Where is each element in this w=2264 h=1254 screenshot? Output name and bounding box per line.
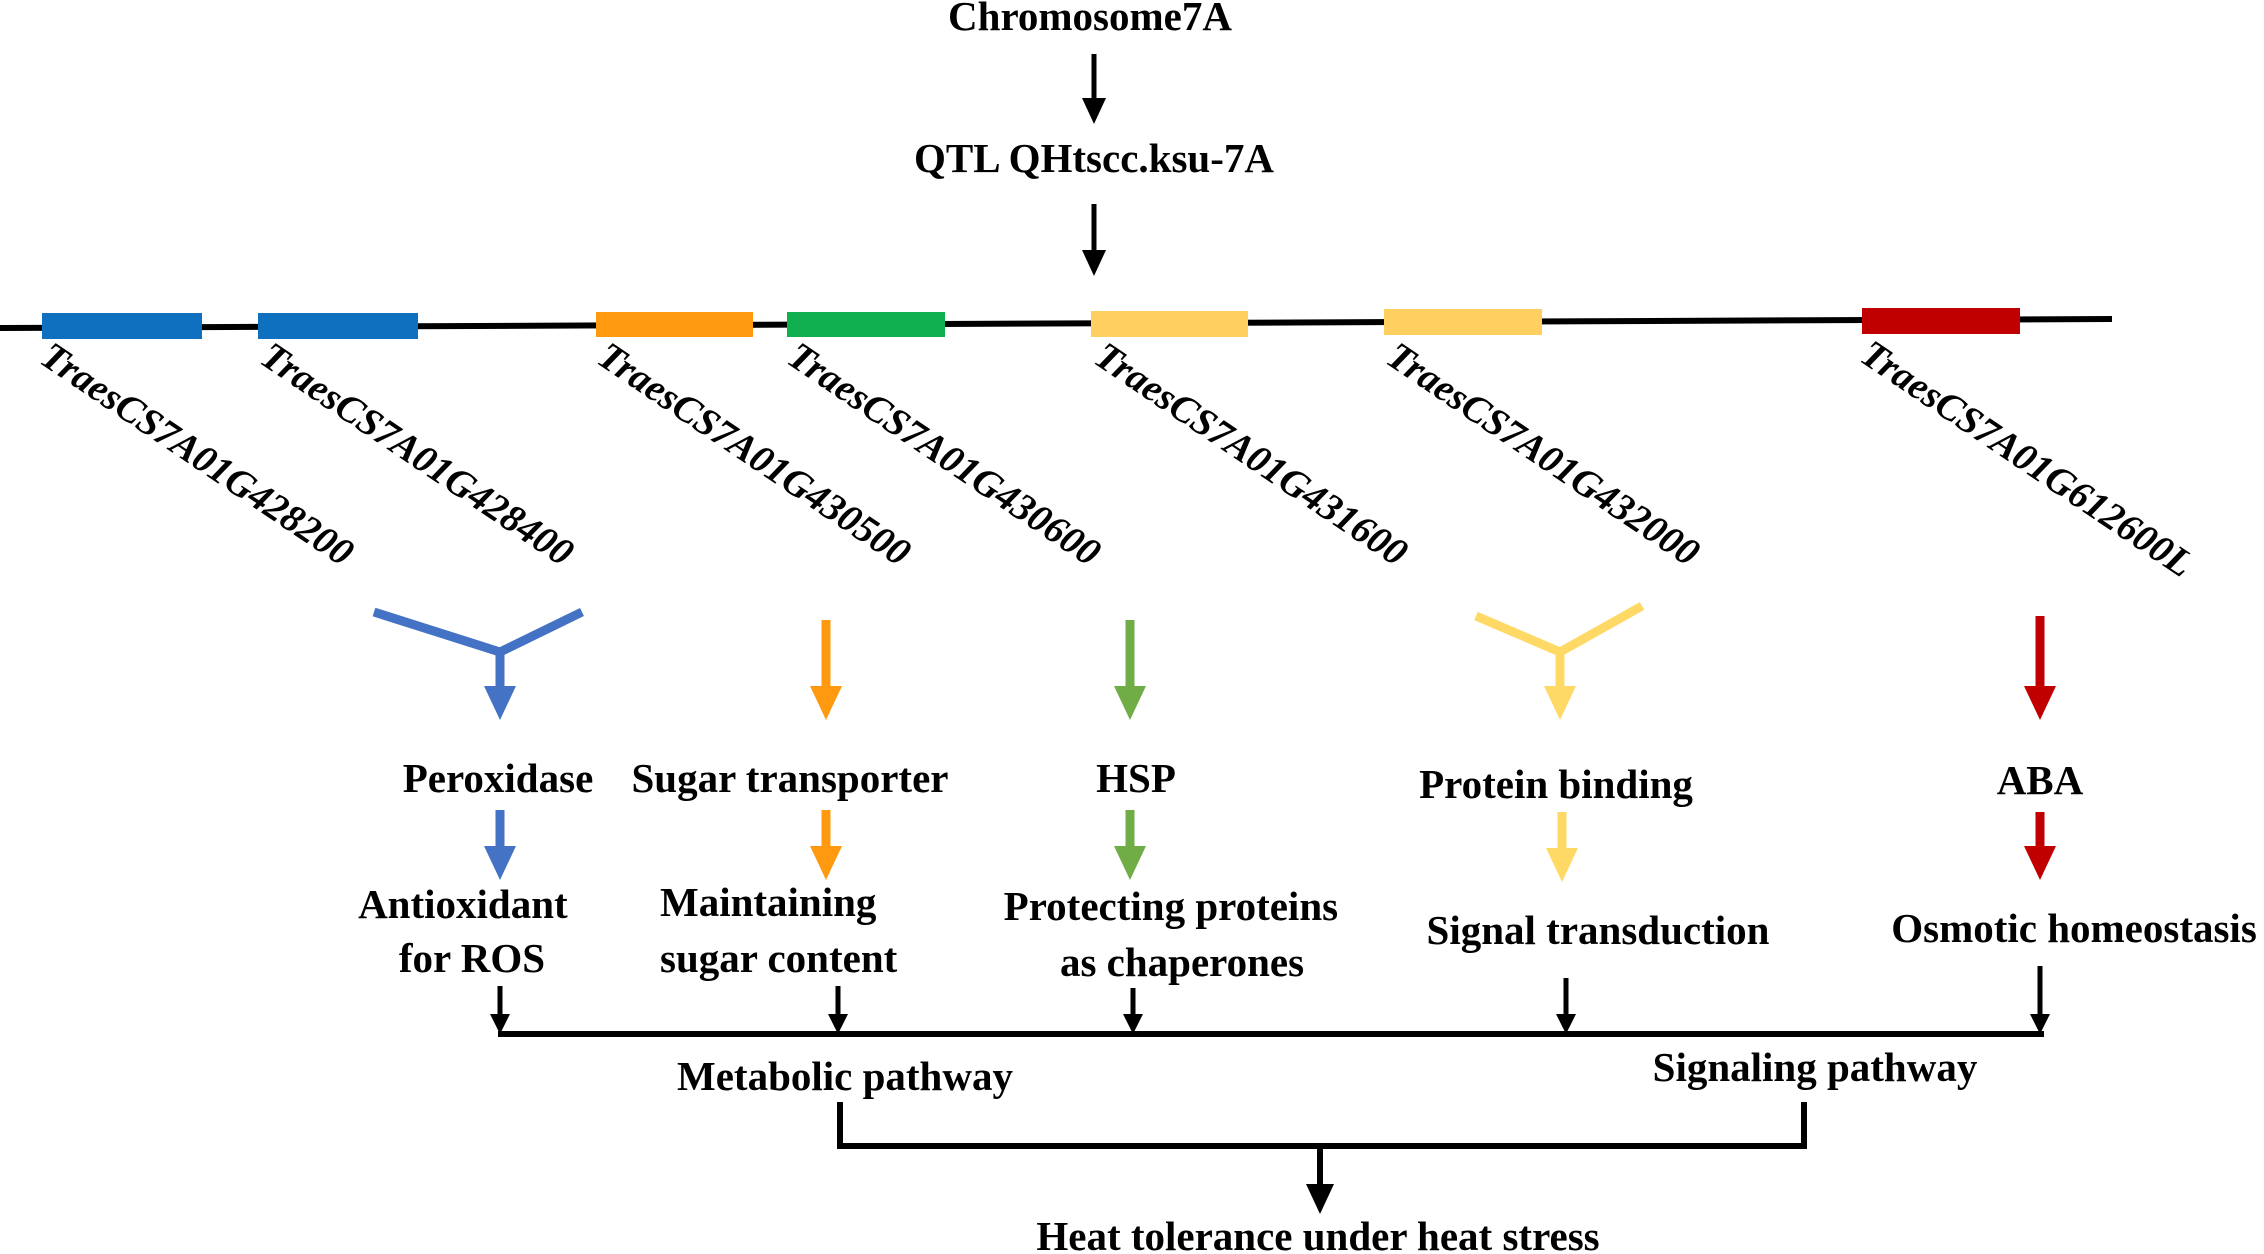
role-chaperones: Protecting proteins as chaperones <box>1004 883 1349 985</box>
chromosome-title: Chromosome7A <box>948 0 1232 39</box>
function-sugar-transporter: Sugar transporter <box>632 755 949 801</box>
gene-label: TraesCS7A01G612600L <box>1853 332 2201 586</box>
function-protein-binding: Protein binding <box>1419 761 1693 807</box>
arrow-chromosome-to-qtl <box>1082 54 1106 124</box>
gene-segment-428200 <box>42 313 202 339</box>
gene-label: TraesCS7A01G430500 <box>590 334 918 575</box>
role-antioxidant: Antioxidant for ROS <box>358 881 578 981</box>
gene-segment-431600 <box>1091 311 1248 337</box>
function-aba: ABA <box>1997 757 2084 803</box>
arrow-to-outcome <box>1306 1146 1334 1214</box>
pathway-bracket <box>837 1102 1807 1149</box>
gene-segment-612600L <box>1862 308 2020 334</box>
yellow-arrow-2 <box>1546 812 1578 882</box>
gene-segment-432000 <box>1384 309 1542 335</box>
role-osmotic-homeostasis: Osmotic homeostasis <box>1891 905 2257 951</box>
blue-arrow-2 <box>484 810 516 880</box>
gene-segment-428400 <box>258 313 418 339</box>
arrow-qtl-to-chromosome <box>1082 204 1106 276</box>
red-arrow-2 <box>2024 812 2056 880</box>
signaling-pathway-label: Signaling pathway <box>1653 1044 1978 1090</box>
outcome-label: Heat tolerance under heat stress <box>1036 1213 1599 1254</box>
metabolic-pathway-label: Metabolic pathway <box>677 1053 1013 1099</box>
bracket-drop-heads <box>490 1014 2050 1034</box>
orange-arrow <box>810 620 842 720</box>
gene-label: TraesCS7A01G430600 <box>780 334 1108 575</box>
blue-merge-arrow <box>372 607 584 720</box>
gene-label: TraesCS7A01G431600 <box>1087 334 1415 575</box>
function-hsp: HSP <box>1096 755 1176 801</box>
gene-segment-430500 <box>596 312 753 337</box>
function-peroxidase: Peroxidase <box>403 755 594 801</box>
role-signal-transduction: Signal transduction <box>1427 907 1770 953</box>
green-arrow-2 <box>1114 810 1146 880</box>
yellow-merge-arrow <box>1474 602 1645 720</box>
green-arrow <box>1114 620 1146 720</box>
red-arrow <box>2024 616 2056 720</box>
gene-segment-430600 <box>787 312 945 337</box>
role-sugar-content: Maintaining sugar content <box>660 879 898 981</box>
orange-arrow-2 <box>810 810 842 880</box>
gene-label: TraesCS7A01G432000 <box>1379 334 1707 575</box>
qtl-title: QTL QHtscc.ksu-7A <box>914 135 1274 181</box>
